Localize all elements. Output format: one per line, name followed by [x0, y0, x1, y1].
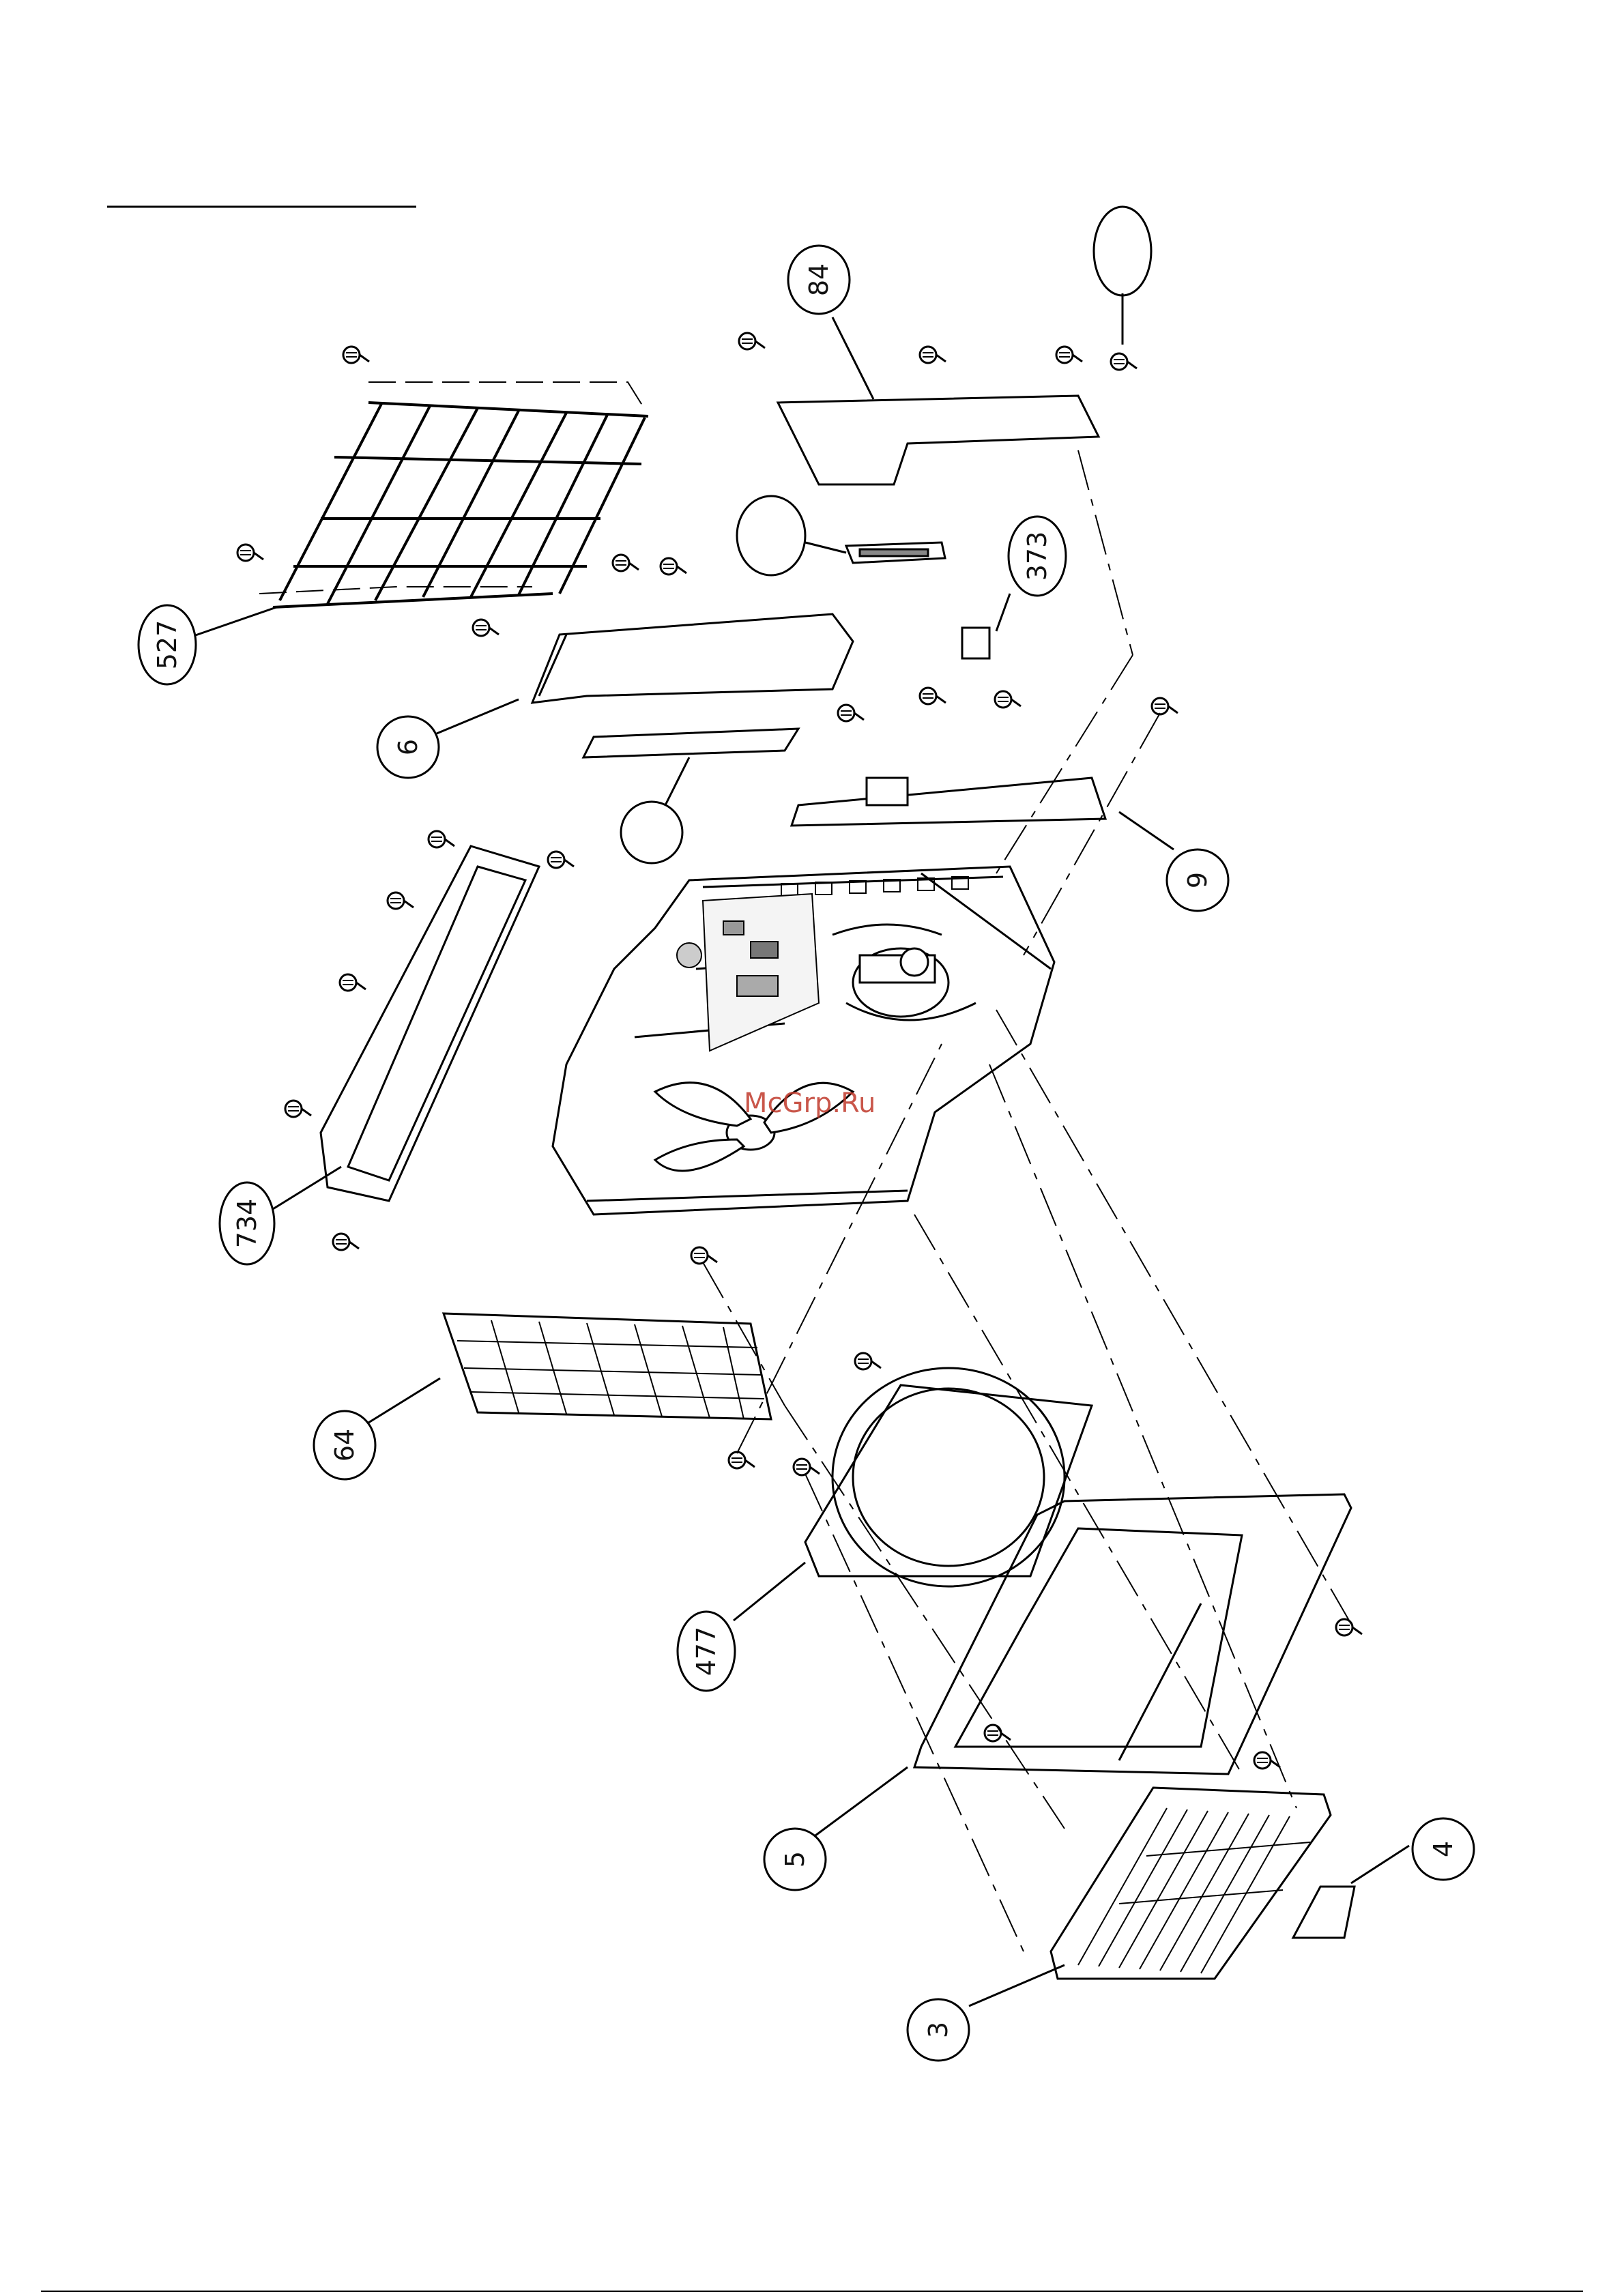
small-block — [962, 628, 989, 658]
top-cover — [778, 396, 1099, 484]
label-plate — [1293, 1887, 1355, 1938]
front-grille — [1051, 1788, 1331, 1979]
callout-734: 734 — [220, 1182, 274, 1264]
screw-icon — [739, 333, 765, 349]
screw-icon — [343, 347, 369, 363]
svg-text:527: 527 — [152, 620, 182, 670]
svg-text:373: 373 — [1022, 532, 1052, 581]
callout-4: 4 — [1413, 1818, 1474, 1880]
callout-blank — [737, 496, 805, 575]
screw-icon — [855, 1353, 881, 1369]
side-panel-strip — [583, 729, 798, 757]
front-side-panel — [792, 778, 1105, 826]
callout-84: 84 — [788, 246, 850, 314]
screw-icon — [691, 1247, 717, 1264]
screw-icon — [429, 831, 454, 847]
watermark: McGrp.Ru — [744, 1088, 875, 1119]
screw-icon — [548, 852, 574, 868]
screw-icon — [388, 892, 414, 909]
screw-icon — [1152, 698, 1178, 714]
svg-text:477: 477 — [691, 1627, 721, 1676]
svg-text:84: 84 — [804, 263, 834, 296]
svg-text:3: 3 — [923, 2022, 953, 2038]
control-board — [677, 894, 819, 1051]
screw-icon — [920, 347, 946, 363]
filter-grille — [444, 1313, 771, 1419]
screw-icon — [1056, 347, 1082, 363]
callout-5: 5 — [764, 1829, 826, 1890]
screw-icon — [920, 688, 946, 704]
svg-text:5: 5 — [780, 1851, 810, 1868]
terminal-bracket — [846, 542, 945, 563]
svg-text:64: 64 — [330, 1429, 360, 1462]
svg-text:734: 734 — [232, 1199, 262, 1249]
callout-373: 373 — [1009, 517, 1066, 596]
callout-477: 477 — [678, 1612, 735, 1691]
screw-icon — [995, 691, 1021, 708]
screw-icon — [661, 558, 686, 575]
screw-icon — [473, 620, 499, 636]
screw-icon — [333, 1234, 359, 1250]
screw-icon — [794, 1459, 820, 1475]
compressor-motor — [832, 925, 976, 1020]
svg-text:9: 9 — [1183, 872, 1213, 888]
drain-pan — [321, 846, 539, 1201]
callout-6: 6 — [377, 716, 439, 778]
callout-527: 527 — [139, 605, 196, 684]
fan-shroud — [805, 1368, 1092, 1586]
screw-icon — [340, 974, 366, 991]
screw-icon — [729, 1452, 755, 1468]
screw-icon — [1111, 353, 1137, 370]
screw-icon — [613, 555, 639, 571]
callout-blank — [621, 802, 682, 863]
svg-text:4: 4 — [1428, 1841, 1458, 1857]
callout-blank — [1094, 207, 1151, 295]
screw-icon — [285, 1101, 311, 1117]
svg-text:6: 6 — [393, 739, 423, 755]
callout-3: 3 — [908, 1999, 969, 2061]
screw-icon — [237, 544, 263, 561]
callout-9: 9 — [1167, 849, 1228, 911]
wire-guard — [273, 403, 648, 607]
side-panel — [532, 614, 853, 703]
screw-icon — [838, 705, 864, 721]
callout-64: 64 — [314, 1411, 375, 1479]
